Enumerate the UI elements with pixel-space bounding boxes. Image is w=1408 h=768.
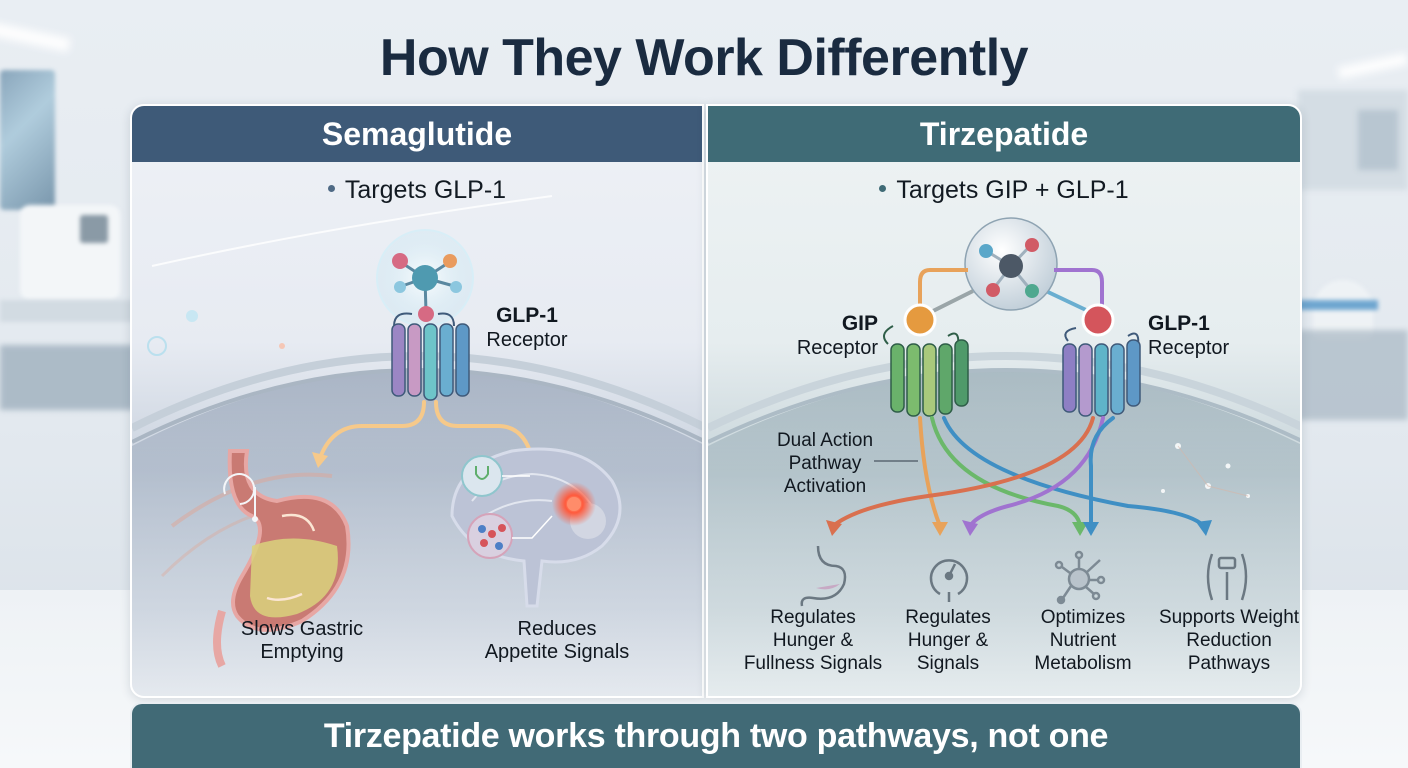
lab-monitor	[0, 70, 55, 210]
synapse-icon	[461, 455, 503, 497]
semaglutide-illustration	[132, 195, 702, 696]
lab-cabinet	[1358, 110, 1398, 170]
lab-tray	[1298, 300, 1378, 310]
semaglutide-panel: Semaglutide Targets GLP-1	[130, 104, 704, 698]
page-title: How They Work Differently	[379, 29, 1029, 87]
tirzepatide-panel: Tirzepatide Targets GIP + GLP-1	[706, 104, 1302, 698]
arrow-heads	[826, 520, 1212, 536]
tirzepatide-illustration	[708, 217, 1300, 696]
panel-header: Tirzepatide	[708, 106, 1300, 162]
bullet-icon	[879, 184, 887, 192]
gauge-icon	[929, 559, 969, 602]
target-bullet: Targets GIP + GLP-1	[708, 176, 1300, 205]
lab-cabinet	[0, 345, 135, 410]
glp1-receptor-right	[1062, 327, 1141, 417]
glp1-receptor	[391, 312, 470, 401]
bullet-icon	[327, 184, 335, 192]
glp1-ligand	[1081, 303, 1115, 337]
panel-header: Semaglutide	[132, 106, 702, 162]
timer-icon	[223, 473, 258, 522]
gip-ligand	[903, 303, 937, 337]
lab-bench	[0, 300, 135, 322]
molecule-icon	[1054, 550, 1106, 605]
takeaway-banner: Tirzepatide works through two pathways, …	[130, 702, 1302, 768]
scale-body-icon	[1206, 553, 1248, 601]
stomach-icon	[800, 545, 847, 607]
lab-device	[20, 205, 120, 300]
gip-receptor	[883, 325, 969, 417]
target-bullet: Targets GLP-1	[132, 176, 702, 205]
lab-bench	[1298, 330, 1408, 420]
